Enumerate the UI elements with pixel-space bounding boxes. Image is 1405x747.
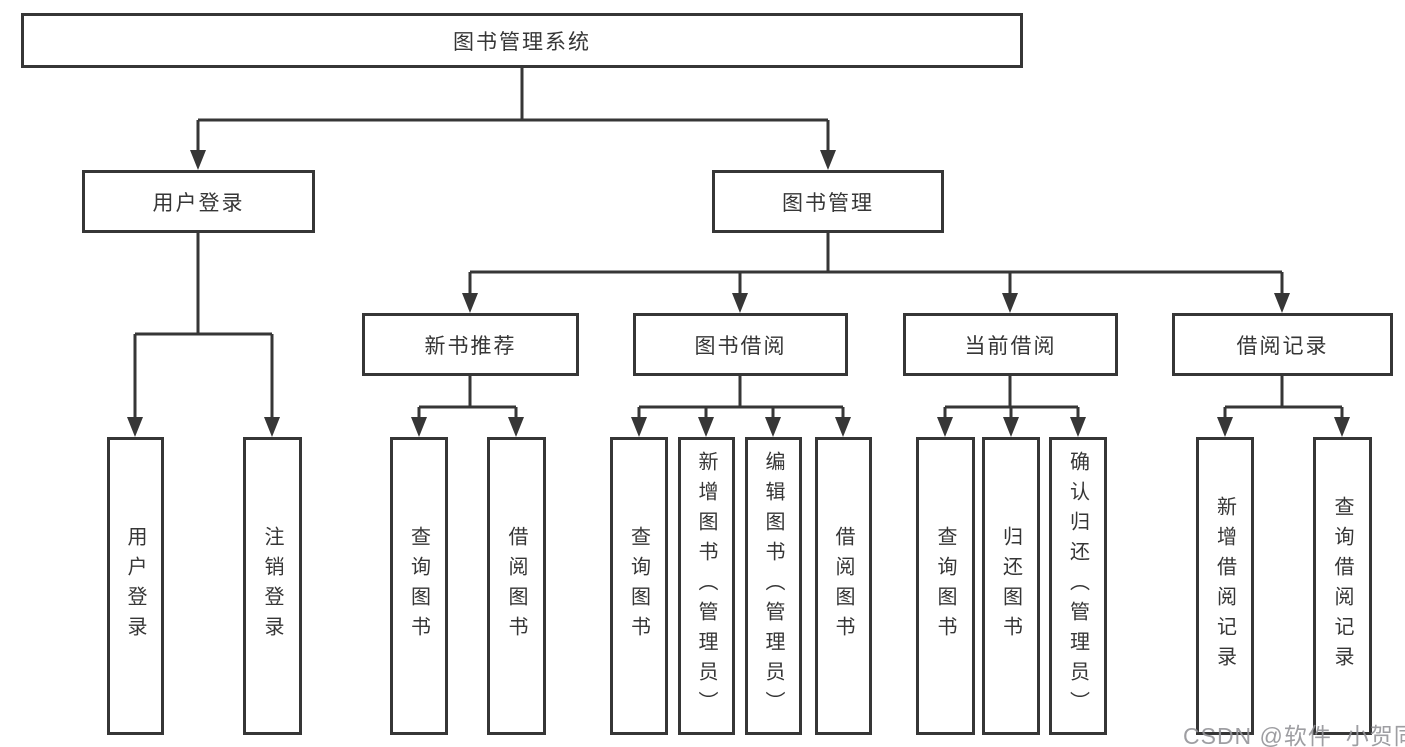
- arrow-down-icon: [732, 293, 748, 313]
- node-current-borrowing: 当前借阅: [903, 313, 1118, 376]
- leaf-newrec-query-books: 查询图书: [390, 437, 448, 735]
- leaf-user-login: 用户登录: [107, 437, 164, 735]
- leaf-borrow-query-books: 查询图书: [610, 437, 668, 735]
- arrow-down-icon: [820, 150, 836, 170]
- node-new-book-recommendation: 新书推荐: [362, 313, 579, 376]
- arrow-down-icon: [264, 417, 280, 437]
- connector-new-rec-split: [417, 376, 518, 423]
- leaf-confirm-return-admin: 确认归还（管理员）: [1049, 437, 1107, 735]
- node-user-login: 用户登录: [82, 170, 315, 233]
- node-library-management-system: 图书管理系统: [21, 13, 1023, 68]
- csdn-watermark: CSDN @软件_小贺同学: [1183, 723, 1405, 747]
- leaf-borrow-book: 借阅图书: [815, 437, 872, 735]
- arrow-down-icon: [411, 417, 427, 437]
- node-book-management: 图书管理: [712, 170, 944, 233]
- arrow-down-icons: [127, 150, 1350, 437]
- connector-cur-borrow-split: [943, 376, 1080, 423]
- connector-book-mgmt-split: [468, 233, 1284, 299]
- arrow-down-icon: [1274, 293, 1290, 313]
- arrow-down-icon: [1002, 293, 1018, 313]
- connector-stems: [133, 68, 1344, 423]
- arrow-down-icon: [1070, 417, 1086, 437]
- arrow-down-icon: [190, 150, 206, 170]
- leaf-add-borrow-record: 新增借阅记录: [1196, 437, 1254, 735]
- leaf-current-query-books: 查询图书: [916, 437, 975, 735]
- arrow-down-icon: [1003, 417, 1019, 437]
- arrow-down-icon: [698, 417, 714, 437]
- node-book-borrowing: 图书借阅: [633, 313, 848, 376]
- leaf-logout: 注销登录: [243, 437, 302, 735]
- arrow-down-icon: [508, 417, 524, 437]
- leaf-edit-book-admin: 编辑图书（管理员）: [745, 437, 802, 735]
- arrow-down-icon: [937, 417, 953, 437]
- arrow-down-icon: [1217, 417, 1233, 437]
- connector-records-split: [1223, 376, 1344, 423]
- arrow-down-icon: [462, 293, 478, 313]
- connector-user-login-split: [133, 233, 274, 423]
- arrow-down-icon: [765, 417, 781, 437]
- connector-root-split: [196, 68, 830, 156]
- node-borrowing-records: 借阅记录: [1172, 313, 1393, 376]
- connector-book-borrow-split: [637, 376, 845, 423]
- leaf-add-book-admin: 新增图书（管理员）: [678, 437, 735, 735]
- arrow-down-icon: [835, 417, 851, 437]
- leaf-newrec-borrow-books: 借阅图书: [487, 437, 546, 735]
- leaf-query-borrow-record: 查询借阅记录: [1313, 437, 1372, 735]
- arrow-down-icon: [1334, 417, 1350, 437]
- arrow-down-icon: [127, 417, 143, 437]
- arrow-down-icon: [631, 417, 647, 437]
- leaf-return-book: 归还图书: [982, 437, 1040, 735]
